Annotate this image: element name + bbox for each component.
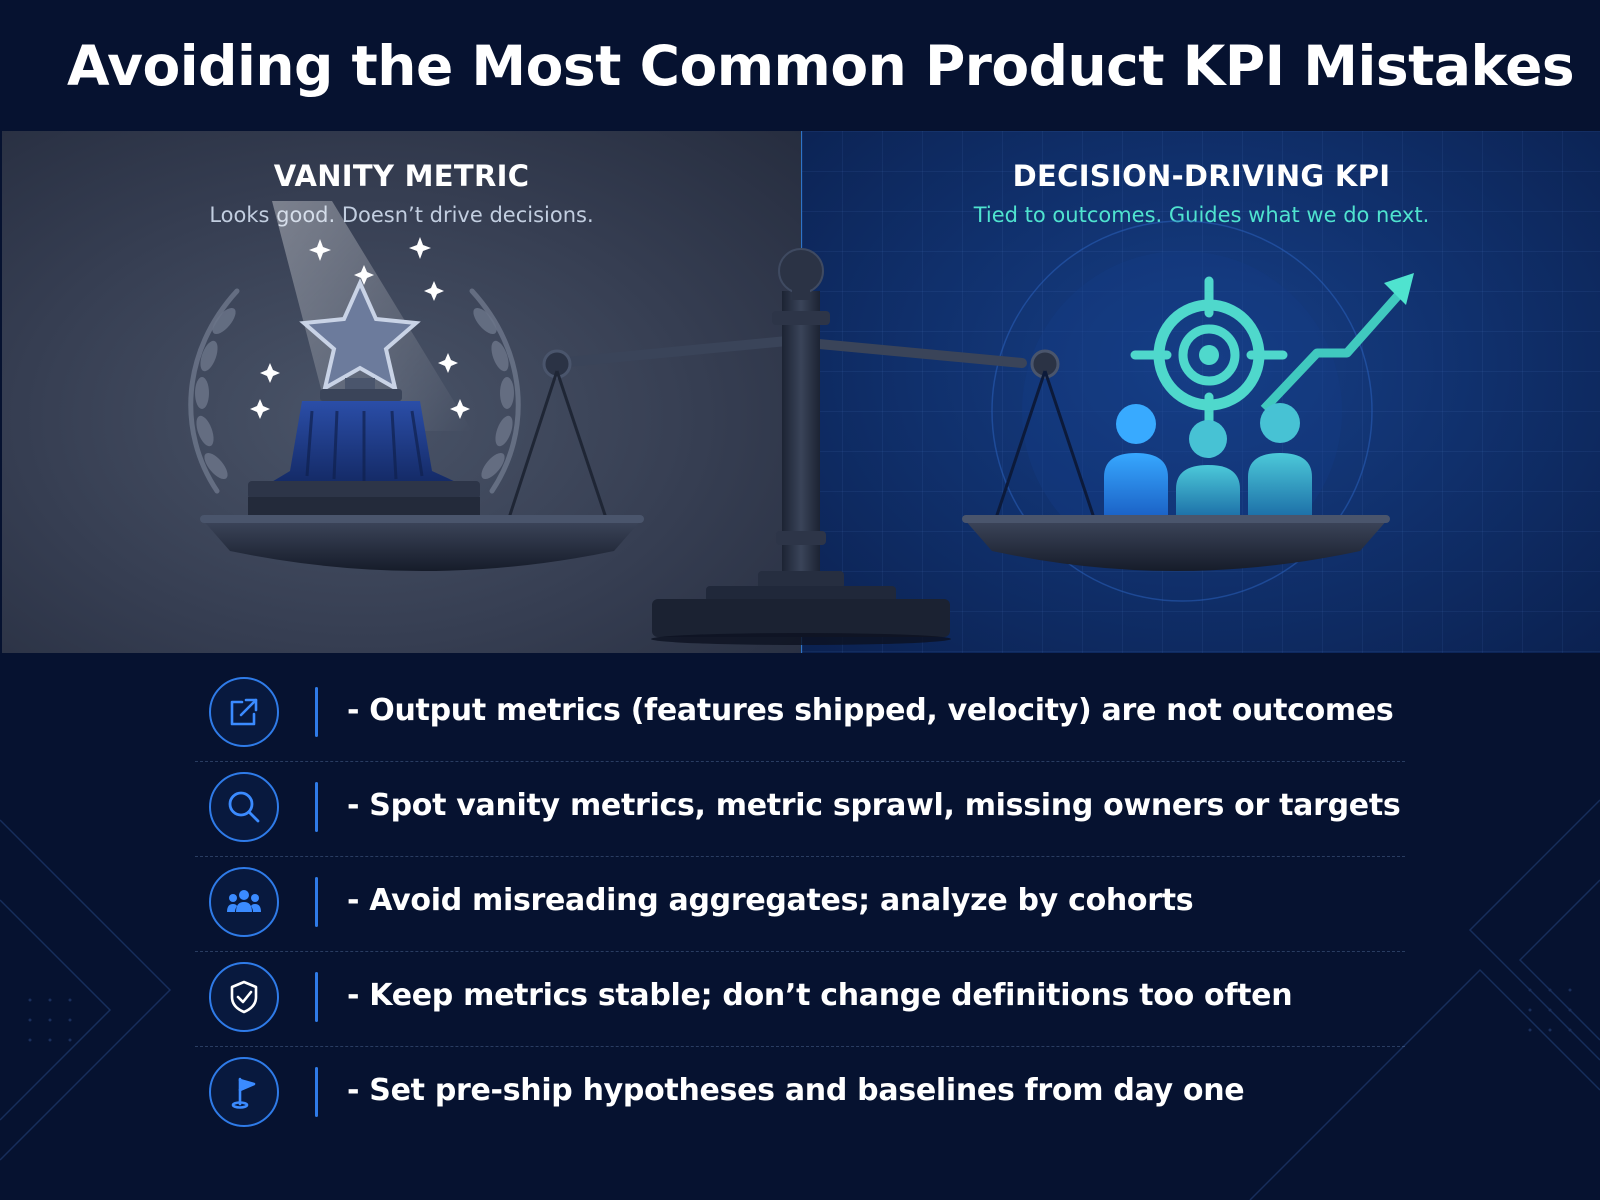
separator xyxy=(315,782,318,832)
separator xyxy=(315,687,318,737)
external-link-icon xyxy=(209,677,279,747)
list-item: - Keep metrics stable; don’t change defi… xyxy=(195,952,1405,1047)
separator xyxy=(315,972,318,1022)
balance-scale-illustration xyxy=(188,201,1414,645)
people-group-icon xyxy=(209,867,279,937)
trophy-star-icon xyxy=(188,201,521,517)
list-item-text: - Keep metrics stable; don’t change defi… xyxy=(347,978,1293,1013)
list-item-text: - Spot vanity metrics, metric sprawl, mi… xyxy=(347,788,1401,823)
separator xyxy=(315,877,318,927)
list-item: - Spot vanity metrics, metric sprawl, mi… xyxy=(195,762,1405,857)
list-item: - Output metrics (features shipped, velo… xyxy=(195,667,1405,762)
vanity-metric-subheading: Looks good. Doesn’t drive decisions. xyxy=(209,203,594,227)
scale-stand xyxy=(200,248,1390,645)
list-item-text: - Output metrics (features shipped, velo… xyxy=(347,693,1394,728)
magnifier-icon xyxy=(209,772,279,842)
mistakes-list: - Output metrics (features shipped, velo… xyxy=(195,667,1405,1141)
list-item: - Avoid misreading aggregates; analyze b… xyxy=(195,857,1405,952)
list-item-text: - Avoid misreading aggregates; analyze b… xyxy=(347,883,1194,918)
comparison-hero: VANITY METRIC Looks good. Doesn’t drive … xyxy=(2,131,1600,653)
vanity-metric-heading: VANITY METRIC xyxy=(273,159,530,193)
list-item: - Set pre-ship hypotheses and baselines … xyxy=(195,1047,1405,1141)
page-title: Avoiding the Most Common Product KPI Mis… xyxy=(67,34,1575,98)
decision-kpi-heading: DECISION-DRIVING KPI xyxy=(1012,159,1391,193)
list-item-text: - Set pre-ship hypotheses and baselines … xyxy=(347,1073,1245,1108)
decision-kpi-subheading: Tied to outcomes. Guides what we do next… xyxy=(973,203,1430,227)
target-people-growth-icon xyxy=(991,220,1414,602)
flag-icon xyxy=(209,1057,279,1127)
separator xyxy=(315,1067,318,1117)
shield-check-icon xyxy=(209,962,279,1032)
